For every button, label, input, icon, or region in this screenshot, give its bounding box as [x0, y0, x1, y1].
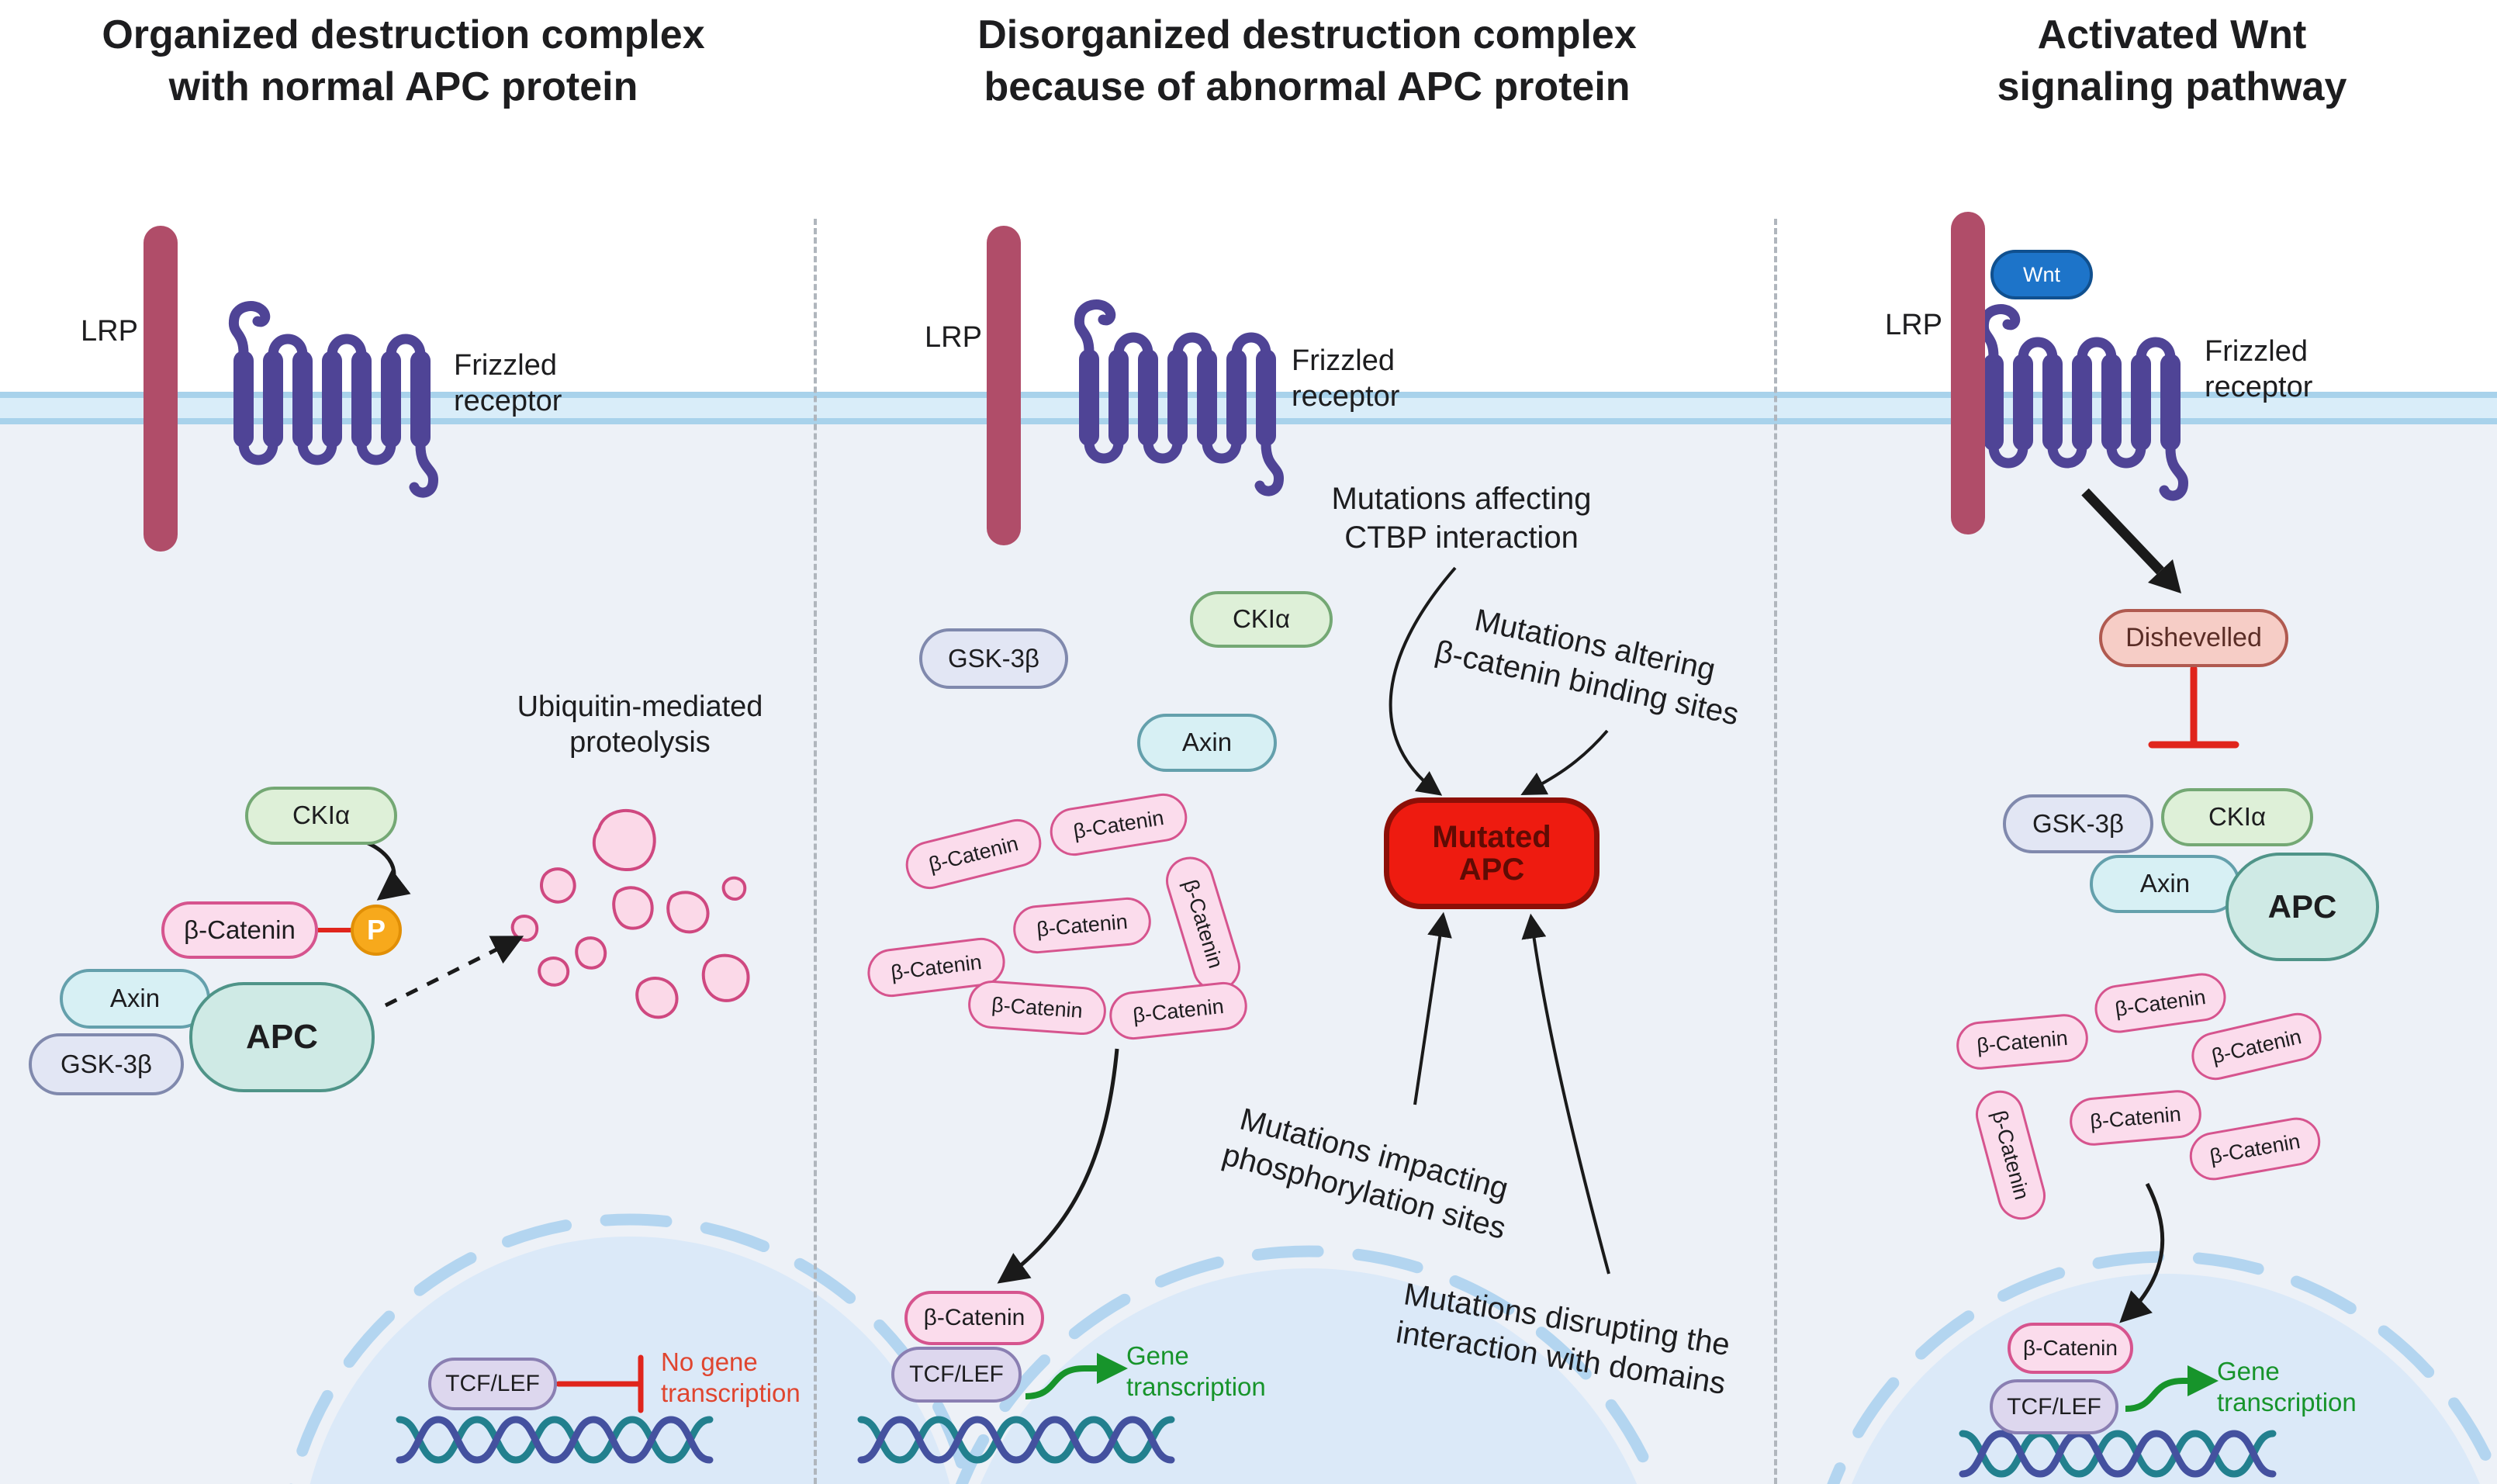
tcf-lef-pill-panel1: TCF/LEF: [428, 1358, 557, 1410]
cki-pill-panel3: CKIα: [2161, 788, 2313, 846]
cki-pill-panel2: CKIα: [1190, 591, 1333, 648]
gsk-pill-panel3: GSK-3β: [2003, 794, 2153, 853]
wnt-ligand-pill: Wnt: [1990, 250, 2093, 299]
axin-pill-panel3: Axin: [2090, 855, 2240, 913]
cell-membrane: [0, 392, 2497, 424]
panel1-title: Organized destruction complex with norma…: [102, 12, 705, 109]
lrp-label-panel2: LRP: [925, 321, 982, 354]
panel3-title: Activated Wnt signaling pathway: [1997, 12, 2347, 109]
beta-catenin-pill: β-Catenin: [967, 978, 1108, 1037]
phosphate-badge: P: [351, 905, 402, 956]
gene-transcription-label-panel3: Gene transcription: [2217, 1357, 2357, 1417]
panel-divider-1: [814, 219, 817, 1484]
frizzled-label-panel2: Frizzled receptor: [1292, 344, 1400, 413]
gsk-pill-panel2: GSK-3β: [919, 628, 1068, 689]
lrp-label-panel3: LRP: [1885, 309, 1942, 341]
lrp-receptor-panel1: [144, 226, 178, 552]
lrp-label-panel1: LRP: [81, 315, 138, 348]
beta-catenin-pill-nucleus-panel3: β-Catenin: [2008, 1323, 2133, 1374]
panel2-title: Disorganized destruction complex because…: [977, 12, 1637, 109]
gene-transcription-label-panel2: Gene transcription: [1126, 1341, 1266, 1401]
beta-catenin-pill-panel1: β-Catenin: [161, 901, 318, 959]
cki-pill-panel1: CKIα: [245, 787, 397, 845]
no-gene-transcription-label: No gene transcription: [661, 1347, 801, 1407]
beta-catenin-pill-nucleus-panel2: β-Catenin: [904, 1291, 1044, 1345]
axin-pill-panel2: Axin: [1137, 714, 1277, 772]
ubiquitin-proteolysis-label: Ubiquitin-mediated proteolysis: [517, 690, 763, 759]
tcf-lef-pill-panel2: TCF/LEF: [891, 1347, 1022, 1403]
axin-pill-panel1: Axin: [60, 969, 210, 1029]
frizzled-label-panel3: Frizzled receptor: [2205, 335, 2313, 404]
tcf-lef-pill-panel3: TCF/LEF: [1990, 1379, 2118, 1434]
lrp-receptor-panel2: [987, 226, 1021, 545]
apc-pill-panel3: APC: [2226, 853, 2379, 961]
dishevelled-pill: Dishevelled: [2099, 609, 2288, 667]
panel-divider-2: [1774, 219, 1777, 1484]
apc-pill-panel1: APC: [189, 982, 375, 1092]
frizzled-label-panel1: Frizzled receptor: [454, 349, 562, 418]
lrp-receptor-panel3: [1951, 212, 1985, 534]
gsk-pill-panel1: GSK-3β: [29, 1033, 184, 1095]
mutated-apc-pill: Mutated APC: [1384, 797, 1600, 909]
annotation-ctbp: Mutations affecting CTBP interaction: [1331, 482, 1592, 555]
